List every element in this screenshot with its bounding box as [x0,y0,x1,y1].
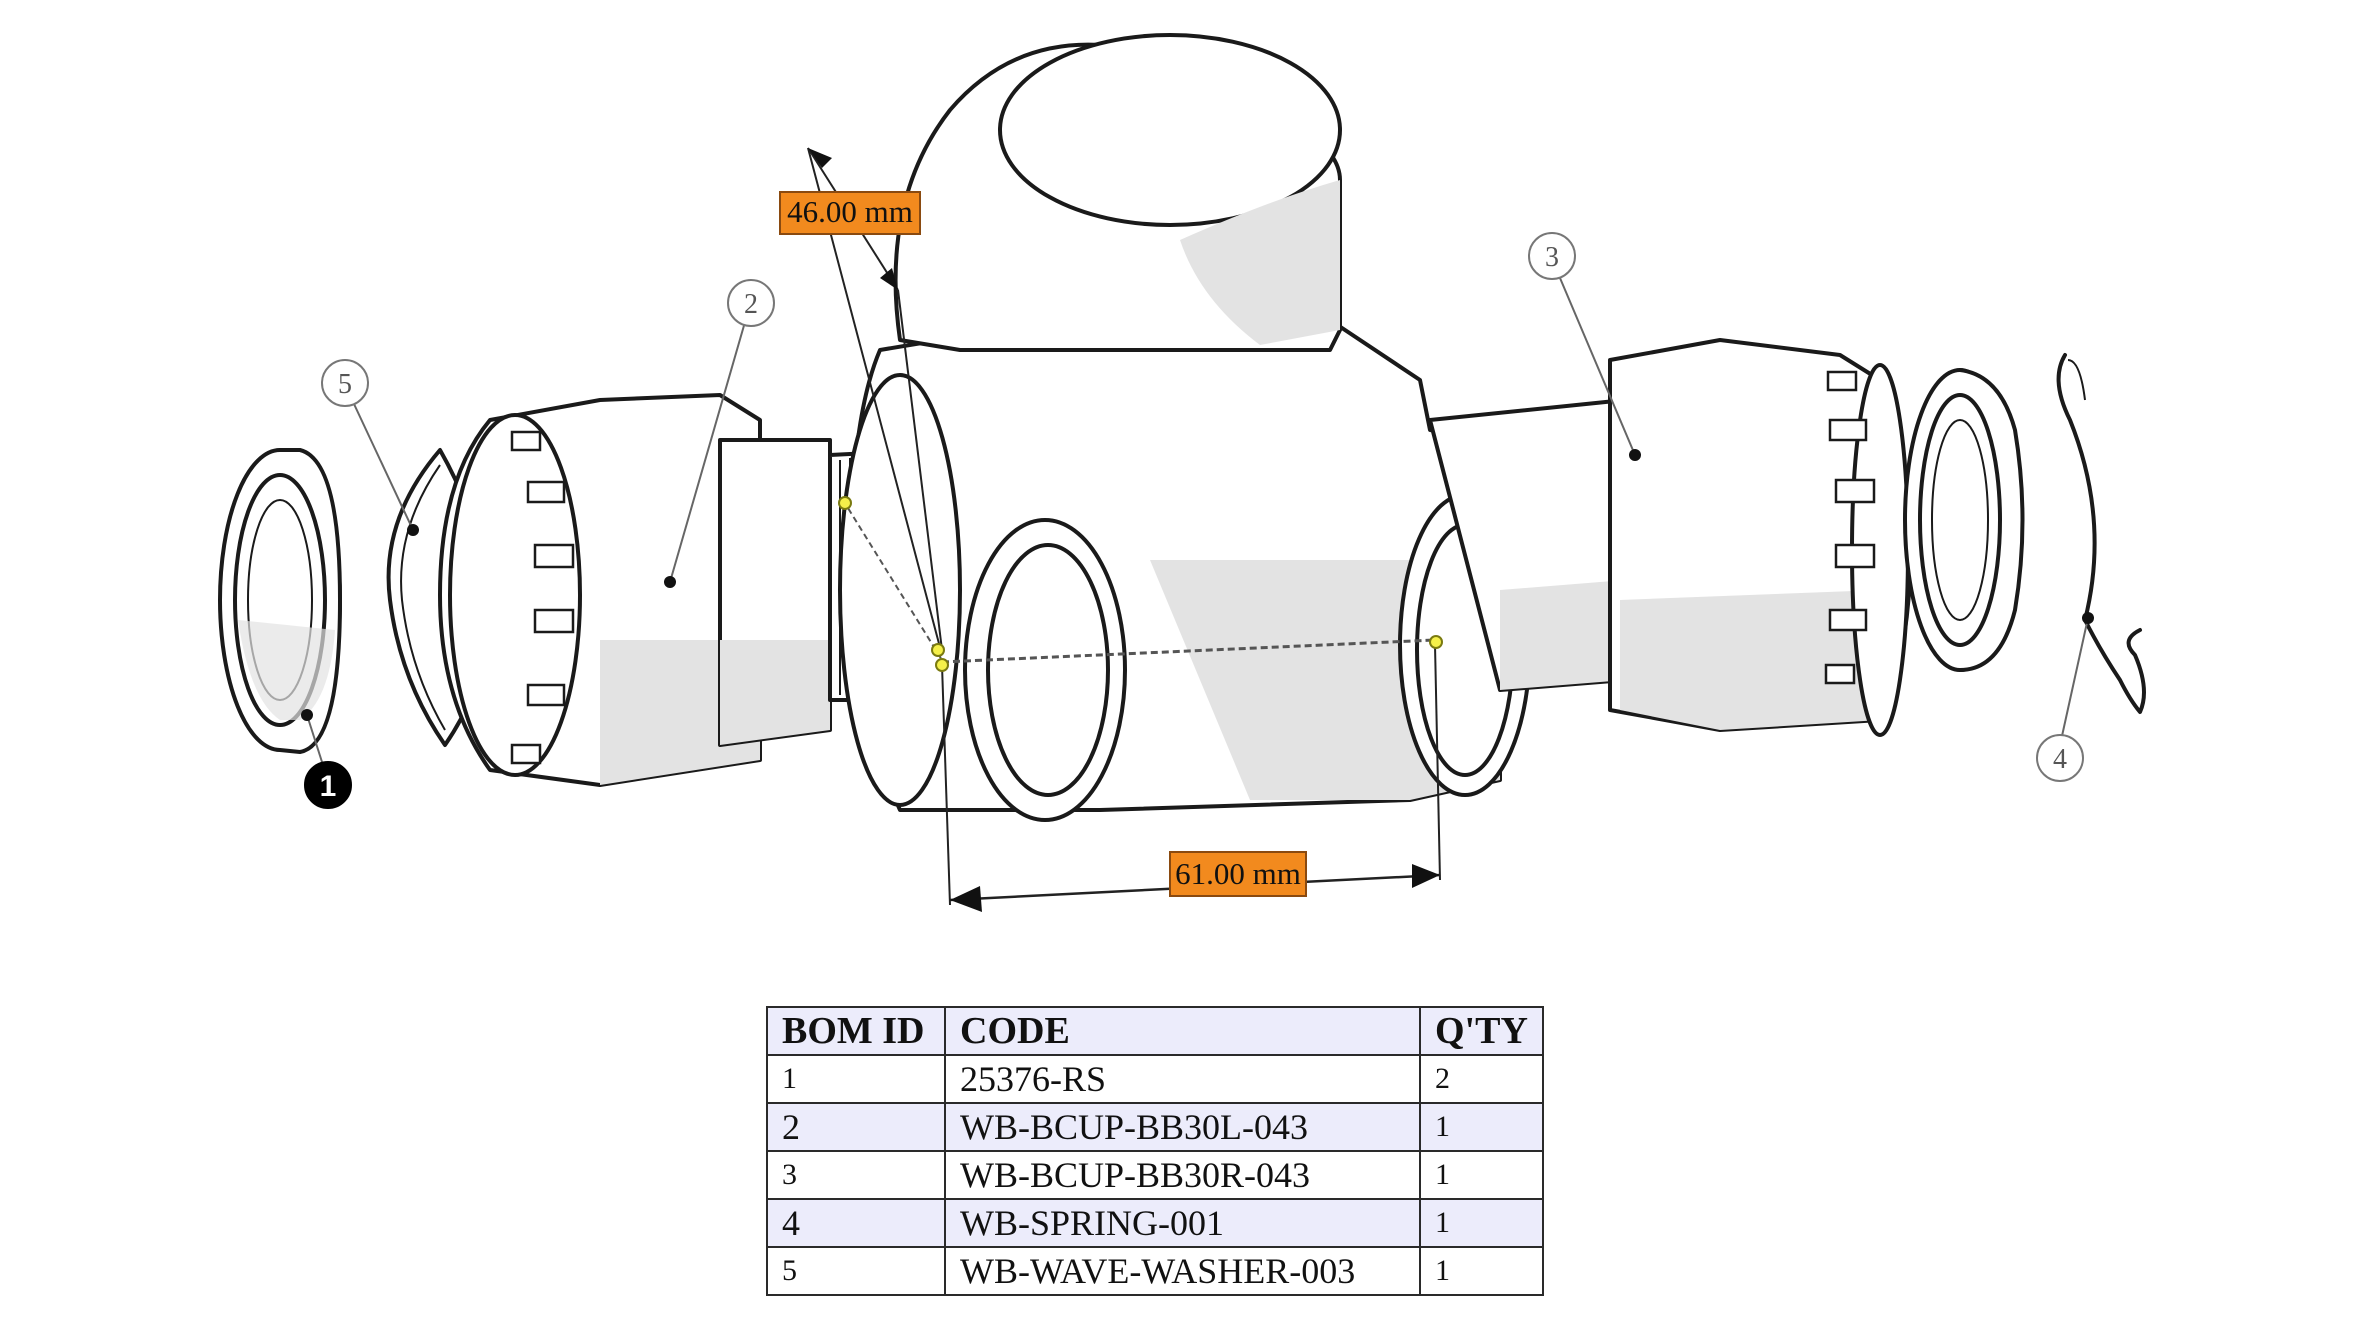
table-row[interactable]: 4 WB-SPRING-001 1 [766,1198,1544,1248]
bom-cell-code: WB-BCUP-BB30L-043 [944,1102,1421,1152]
dimension-arrow-head [880,268,898,290]
measure-point[interactable] [935,658,949,672]
balloon-2[interactable]: 2 [664,279,775,588]
balloon-1[interactable]: 1 [301,709,352,809]
measure-point[interactable] [931,643,945,657]
balloon-4-label: 4 [2053,744,2067,775]
bom-cell-code: WB-WAVE-WASHER-003 [944,1246,1421,1296]
dimension-arrow-head [1412,864,1440,888]
bom-cell-id: 3 [766,1150,946,1200]
bom-cell-qty: 2 [1419,1054,1544,1104]
bom-cell-qty: 1 [1419,1198,1544,1248]
balloon-5-label: 5 [338,369,352,400]
bom-cell-code: WB-SPRING-001 [944,1198,1421,1248]
balloon-3-label: 3 [1545,242,1559,273]
bom-cell-id: 5 [766,1246,946,1296]
bom-cell-id: 2 [766,1102,946,1152]
measure-point[interactable] [838,496,852,510]
bottom-bracket-shell [838,33,1627,822]
balloon-1-label: 1 [320,770,337,803]
table-row[interactable]: 2 WB-BCUP-BB30L-043 1 [766,1102,1544,1152]
table-row[interactable]: 1 25376-RS 2 [766,1054,1544,1104]
exploded-assembly-drawing: 46.00 mm 61.00 mm 1 2 3 4 5 [218,33,2146,912]
bearing-left [218,448,342,754]
bom-cell-id: 1 [766,1054,946,1104]
bom-cell-id: 4 [766,1198,946,1248]
bom-cell-qty: 1 [1419,1102,1544,1152]
balloon-5[interactable]: 5 [321,359,419,536]
table-row[interactable]: 5 WB-WAVE-WASHER-003 1 [766,1246,1544,1296]
bearing-cup-left [438,393,832,787]
dimension-value-46: 46.00 mm [787,194,913,229]
balloon-2-label: 2 [744,289,758,320]
table-row[interactable]: 3 WB-BCUP-BB30R-043 1 [766,1150,1544,1200]
dimension-label-61[interactable]: 61.00 mm [1169,851,1307,897]
balloon-3[interactable]: 3 [1528,232,1641,461]
bom-header-id: BOM ID [766,1006,946,1056]
dimension-label-46[interactable]: 46.00 mm [779,191,921,235]
bom-cell-qty: 1 [1419,1246,1544,1296]
dimension-value-61: 61.00 mm [1175,856,1301,891]
bearing-right [1903,368,2025,672]
bom-header-code: CODE [944,1006,1421,1056]
balloon-4[interactable]: 4 [2036,612,2094,782]
bearing-cup-right [1608,338,1912,737]
bom-header-qty: Q'TY [1419,1006,1544,1056]
bom-header-row: BOM ID CODE Q'TY [766,1006,1544,1056]
bom-cell-code: WB-BCUP-BB30R-043 [944,1150,1421,1200]
bom-cell-qty: 1 [1419,1150,1544,1200]
dimension-arrow-head [808,148,832,168]
bom-table: BOM ID CODE Q'TY 1 25376-RS 2 2 WB-BCUP-… [766,1006,1544,1296]
bom-cell-code: 25376-RS [944,1054,1421,1104]
dimension-arrow-head [950,886,982,912]
spring-clip [2056,353,2146,714]
measure-point[interactable] [1429,635,1443,649]
